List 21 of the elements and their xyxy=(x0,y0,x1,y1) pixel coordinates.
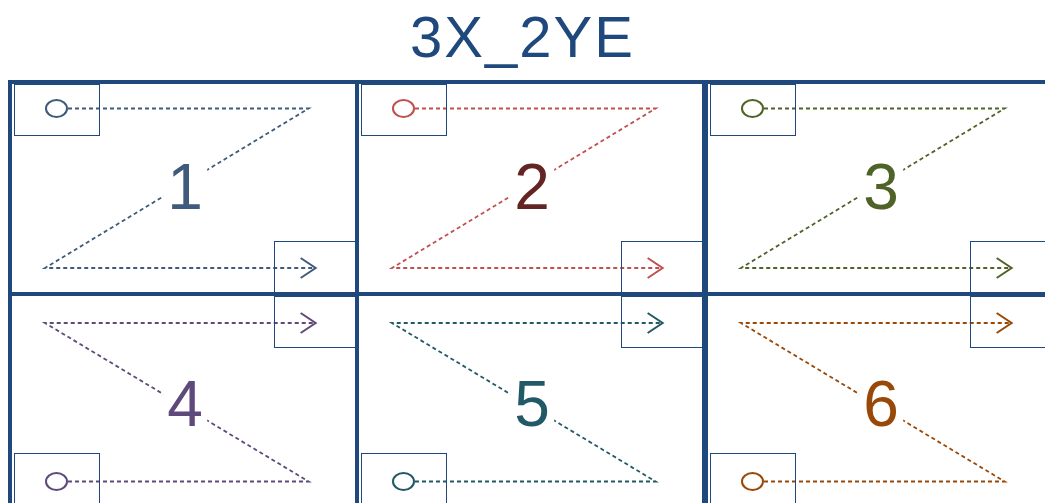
start-circle xyxy=(741,472,764,491)
start-circle xyxy=(392,99,415,118)
corner-box xyxy=(710,453,796,503)
start-circle xyxy=(45,472,68,491)
dashed-arrow xyxy=(41,312,317,483)
corner-box xyxy=(361,84,447,136)
corner-box xyxy=(361,453,447,503)
corner-box xyxy=(710,84,796,136)
dashed-arrow xyxy=(737,107,1013,279)
corner-box xyxy=(14,84,100,136)
start-circle xyxy=(45,99,68,118)
start-circle xyxy=(392,472,415,491)
diagram-title: 3X_2YE xyxy=(409,3,636,71)
dashed-arrow xyxy=(388,107,664,279)
dashed-arrow xyxy=(41,107,317,279)
corner-box xyxy=(970,296,1045,348)
corner-box xyxy=(970,241,1045,293)
dashed-arrow xyxy=(388,312,664,483)
dashed-arrow xyxy=(737,312,1013,483)
start-circle xyxy=(741,99,764,118)
corner-box xyxy=(14,453,100,503)
